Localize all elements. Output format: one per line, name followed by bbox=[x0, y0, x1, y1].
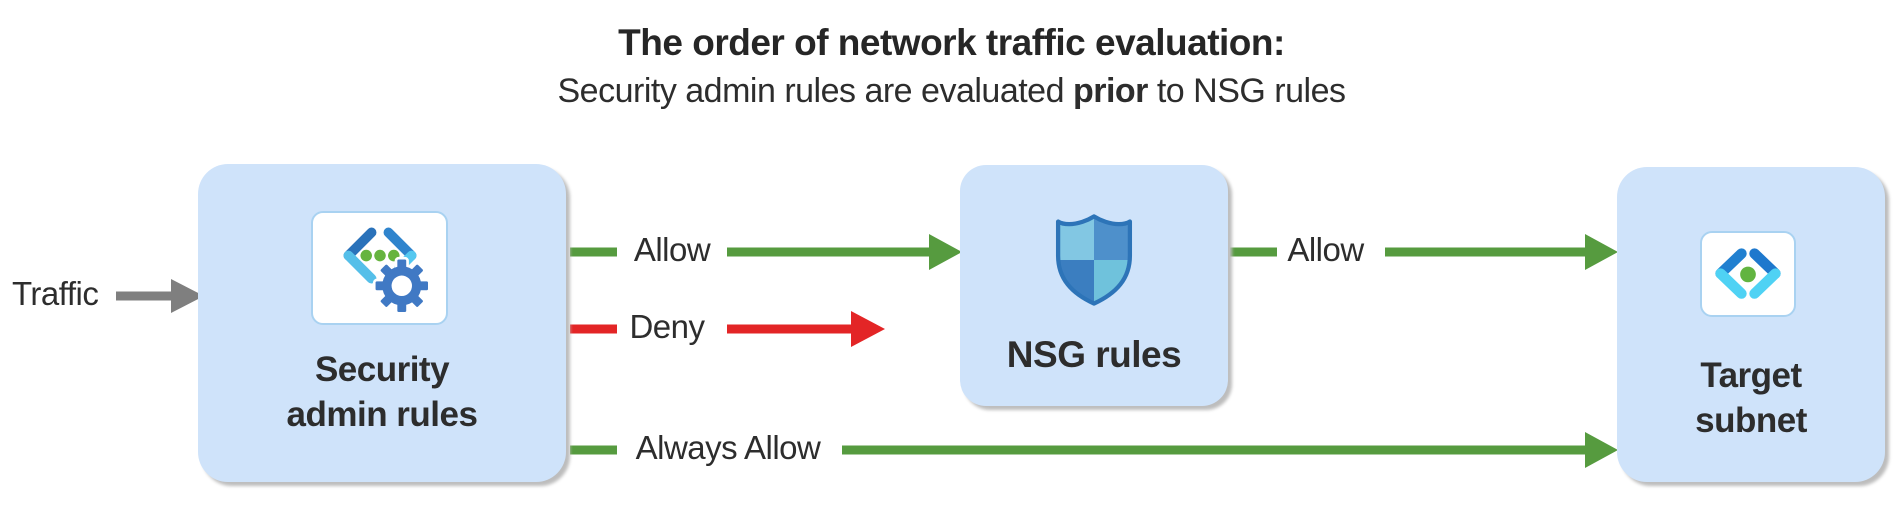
traffic-arrow-icon bbox=[116, 279, 204, 313]
shield-icon bbox=[1051, 213, 1137, 307]
security-admin-rules-label: Security admin rules bbox=[198, 347, 566, 437]
subtitle-prefix: Security admin rules are evaluated bbox=[557, 72, 1073, 110]
target-subnet-icon-box bbox=[1700, 231, 1796, 317]
security-admin-rules-node: Security admin rules bbox=[198, 164, 566, 482]
target-label-line2: subnet bbox=[1695, 401, 1807, 440]
security-admin-label-line2: admin rules bbox=[286, 395, 478, 434]
deny-label: Deny bbox=[629, 308, 705, 345]
allow-to-target-label: Allow bbox=[1287, 231, 1364, 268]
target-label-line1: Target bbox=[1700, 356, 1802, 395]
code-gear-icon bbox=[343, 227, 431, 315]
traffic-label: Traffic bbox=[12, 275, 99, 312]
virtual-network-icon bbox=[1715, 248, 1781, 299]
security-admin-label-line1: Security bbox=[314, 350, 450, 389]
always-allow-label: Always Allow bbox=[635, 429, 821, 466]
nsg-rules-label: NSG rules bbox=[1006, 334, 1182, 375]
diagram-subtitle: Security admin rules are evaluated prior… bbox=[0, 72, 1903, 111]
security-admin-icon-box bbox=[311, 211, 448, 325]
allow-to-nsg-label: Allow bbox=[633, 231, 711, 268]
nsg-rules-node: NSG rules bbox=[960, 165, 1228, 406]
target-subnet-label: Target subnet bbox=[1617, 353, 1885, 443]
subtitle-bold-word: prior bbox=[1072, 72, 1148, 110]
gear-icon bbox=[372, 256, 431, 315]
diagram-title: The order of network traffic evaluation: bbox=[618, 22, 1285, 63]
target-subnet-node: Target subnet bbox=[1617, 167, 1885, 482]
subtitle-suffix: to NSG rules bbox=[1147, 72, 1346, 110]
